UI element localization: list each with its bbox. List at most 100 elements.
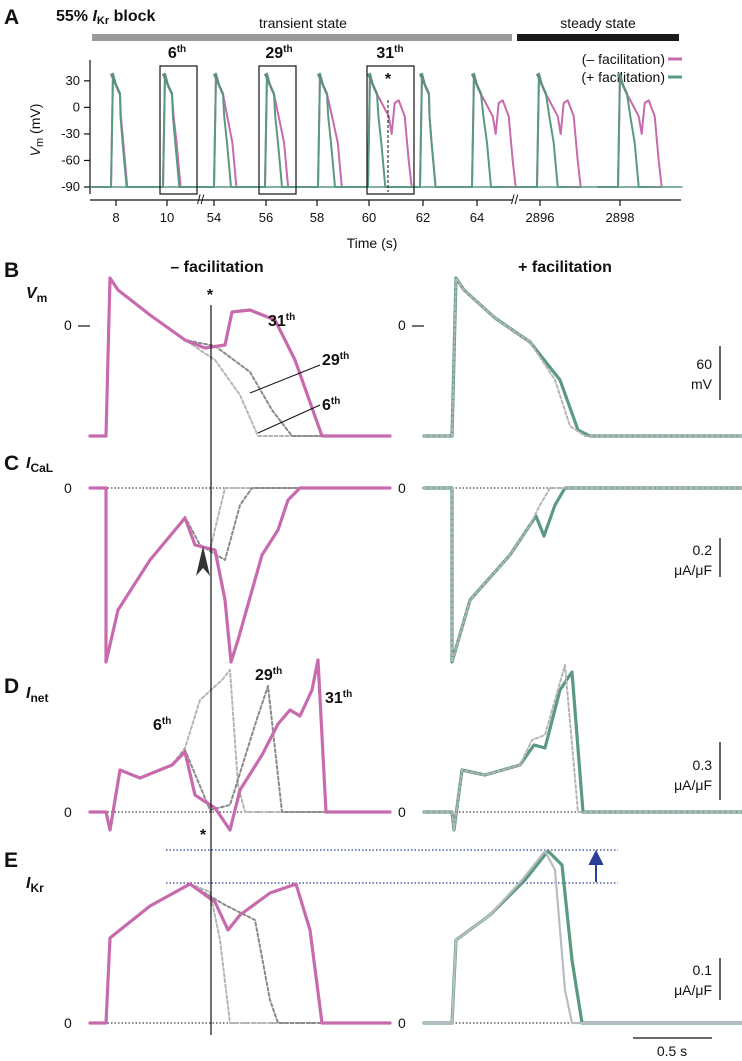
x-axis-label-a: Time (s) (347, 235, 398, 251)
arrow-up-icon (588, 849, 604, 882)
x-tick-label-a: 58 (310, 210, 324, 225)
x-tick-label-a: 8 (112, 210, 119, 225)
scalebar-vm-unit: mV (691, 376, 713, 392)
trace-a-overlap (418, 73, 431, 95)
zero-label-d-right: 0 (398, 804, 406, 820)
x-tick-label-a: 60 (362, 210, 376, 225)
trace-a-overlap (616, 73, 629, 95)
trace-a-minus (90, 72, 144, 188)
panel-label-a: A (4, 6, 19, 29)
scalebar-ikr-value: 0.1 (693, 962, 713, 978)
scalebar-ical-value: 0.2 (693, 542, 713, 558)
asterisk-a: * (385, 71, 392, 88)
trace-a-plus (297, 72, 351, 188)
x-axis-a: // // 8 10 54 56 58 60 62 64 2896 2898 (90, 192, 681, 225)
inet-plus (422, 670, 742, 832)
ikr-plus-early (422, 849, 742, 1025)
panel-b-left-traces (88, 276, 392, 438)
leader-6th (257, 404, 321, 434)
y-tick-label-a: -60 (61, 152, 80, 167)
zero-label-e-left: 0 (64, 1015, 72, 1031)
ical-31th (88, 486, 392, 664)
trace-a-minus (597, 72, 663, 188)
zero-label-c-right: 0 (398, 480, 406, 496)
zero-label-d-left: 0 (64, 804, 72, 820)
trace-label-vm: Vm (26, 285, 47, 305)
trace-a-minus (451, 72, 517, 188)
x-tick-label-a: 64 (470, 210, 484, 225)
inet-29th (89, 685, 391, 831)
legend-minus-label: (– facilitation) (582, 51, 665, 67)
beat-label-31th: 31th (376, 44, 403, 62)
beat-highlight-boxes (159, 65, 415, 195)
column-header-plus: + facilitation (518, 259, 612, 276)
vm-plus-early (423, 277, 742, 437)
zero-label-b-right: 0 (398, 317, 406, 333)
trace-a-minus (297, 72, 351, 188)
steady-state-label: steady state (560, 15, 636, 31)
panel-c-right-traces (422, 486, 742, 664)
trace-label-ikr: IKr (26, 875, 44, 895)
x-tick-label-a: 54 (207, 210, 221, 225)
trace-a-minus (142, 72, 196, 188)
label-6th-d: 6th (153, 716, 171, 734)
steady-state-bar (517, 34, 679, 41)
panel-d-left-traces (88, 658, 392, 832)
trace-a-overlap (109, 73, 122, 95)
condition-title: 55% IKr block (56, 8, 155, 27)
trace-a-minus (399, 72, 453, 188)
asterisk-b: * (207, 287, 214, 304)
zero-label-c-left: 0 (64, 480, 72, 496)
ikr-31th (88, 882, 392, 1025)
label-6th-b: 6th (322, 396, 340, 414)
trace-a-plus (142, 72, 196, 188)
y-tick-label-a: 30 (66, 73, 80, 88)
panel-label-c: C (4, 452, 19, 475)
trace-a-plus (90, 72, 144, 188)
panel-e-right-traces (422, 849, 742, 1025)
x-tick-label-a: 62 (416, 210, 430, 225)
leader-29th (249, 364, 321, 394)
scalebar-ical-unit: μA/μF (674, 562, 712, 578)
axis-break-a2: // (511, 192, 519, 207)
asterisk-d: * (200, 827, 207, 844)
trace-a-plus (244, 72, 298, 188)
trace-a-minus (244, 72, 298, 188)
x-tick-label-a: 2896 (526, 210, 555, 225)
inet-31th (88, 658, 392, 832)
beat-label-6th: 6th (168, 44, 186, 62)
beat-box (366, 65, 415, 195)
axis-break-a1: // (197, 192, 205, 207)
scalebar-inet-value: 0.3 (693, 757, 713, 773)
panel-c-left-traces (88, 486, 392, 664)
trace-label-inet: Inet (26, 685, 48, 705)
y-axis-a: 300-30-60-90 (61, 60, 91, 194)
x-tick-label-a: 10 (160, 210, 174, 225)
label-31th-b: 31th (268, 312, 295, 330)
y-tick-label-a: 0 (73, 99, 80, 114)
beat-label-29th: 29th (265, 44, 292, 62)
transient-state-bar (92, 34, 512, 41)
scalebar-ikr-unit: μA/μF (674, 982, 712, 998)
panel-b-right-traces (422, 276, 742, 438)
label-31th-d: 31th (325, 689, 352, 707)
trace-a-minus (193, 72, 247, 188)
trace-a-overlap (212, 73, 225, 95)
panel-label-e: E (4, 849, 18, 872)
panel-a-traces (90, 72, 683, 192)
transient-state-label: transient state (259, 15, 347, 31)
trace-label-ical: ICaL (26, 455, 53, 475)
legend-plus-label: (+ facilitation) (581, 69, 665, 85)
label-29th-b: 29th (322, 351, 349, 369)
x-tick-label-a: 2898 (606, 210, 635, 225)
trace-a-overlap (263, 73, 276, 95)
vm-31th (88, 276, 392, 438)
trace-a-overlap (366, 73, 379, 95)
scalebar-vm-value: 60 (696, 356, 712, 372)
y-axis-label-a: Vm (mV) (27, 104, 46, 157)
trace-a-overlap (161, 73, 174, 95)
ikr-6th (89, 883, 391, 1024)
x-tick-label-a: 56 (259, 210, 273, 225)
beat-box (258, 65, 297, 195)
